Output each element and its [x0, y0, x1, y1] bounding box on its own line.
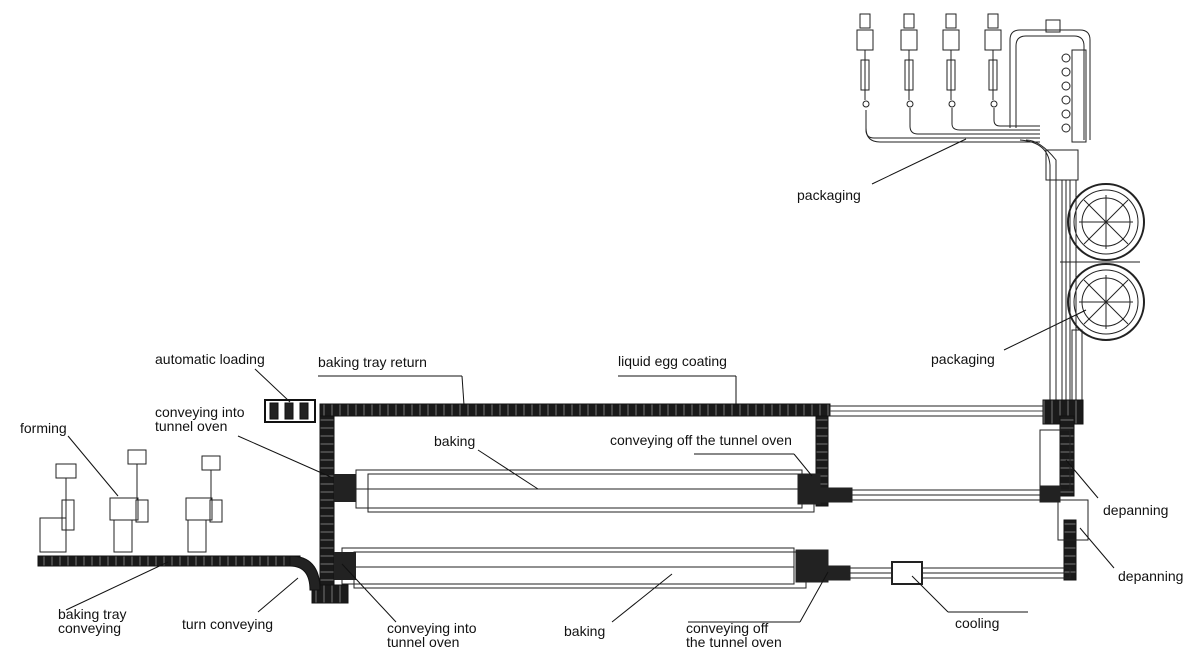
middle-right-vertical-conveyor — [815, 415, 1077, 581]
packaging-machine-2 — [900, 13, 918, 108]
label-depanning-1: depanning — [1103, 502, 1169, 518]
forming-machine-2 — [109, 449, 149, 553]
packaging-wheel-2 — [1067, 263, 1145, 341]
packaging-machine-4 — [984, 13, 1002, 108]
tunnel-oven-bottom — [341, 547, 829, 589]
conveying-off-top-line — [819, 429, 1071, 503]
automatic-loading-unit — [264, 399, 316, 423]
label-baking-tray-conveying-line2: conveying — [58, 620, 122, 636]
tunnel-oven-top — [355, 469, 821, 513]
baking-tray-return-conveyor — [319, 399, 1084, 425]
label-automatic-loading: automatic loading — [155, 351, 265, 367]
vertical-packaging-conveyor — [1019, 139, 1083, 401]
label-cooling: cooling — [955, 615, 1000, 631]
label-conveying-off-top: conveying off the tunnel oven — [610, 432, 792, 448]
label-liquid-egg-coating: liquid egg coating — [618, 353, 727, 369]
forming-machine-1 — [39, 463, 77, 553]
label-packaging-right: packaging — [931, 351, 995, 367]
label-conveying-into-top-line1: conveying into — [155, 404, 245, 420]
label-conveying-into-bottom-line1: conveying into — [387, 620, 477, 636]
label-packaging-top: packaging — [797, 187, 861, 203]
label-conveying-off-bottom-line1: conveying off — [686, 620, 769, 636]
label-turn-conveying: turn conveying — [182, 616, 274, 632]
packaging-machine-3 — [942, 13, 960, 108]
packaging-machine-1 — [856, 13, 874, 108]
label-conveying-off-bottom-line2: the tunnel oven — [686, 634, 782, 650]
leader-lines — [65, 138, 1115, 623]
label-conveying-into-bottom-line2: tunnel oven — [387, 634, 460, 650]
label-depanning-2: depanning — [1118, 568, 1184, 584]
label-baking-tray-return: baking tray return — [318, 354, 427, 370]
packaging-wheel-1 — [1060, 183, 1145, 263]
label-baking-bottom: baking — [564, 623, 606, 639]
roller-column — [1061, 49, 1087, 143]
label-baking-tray-conveying-line1: baking tray — [58, 606, 127, 622]
packaging-machines-top — [856, 13, 1091, 143]
label-baking-top: baking — [434, 433, 476, 449]
conveying-off-bottom-line — [827, 499, 1089, 585]
label-conveying-into-top-line2: tunnel oven — [155, 418, 228, 434]
label-forming: forming — [20, 420, 67, 436]
baking-tray-conveying-line — [37, 555, 321, 591]
forming-machine-3 — [185, 455, 223, 553]
left-vertical-conveyor — [311, 415, 356, 604]
forming-machines — [39, 449, 223, 553]
